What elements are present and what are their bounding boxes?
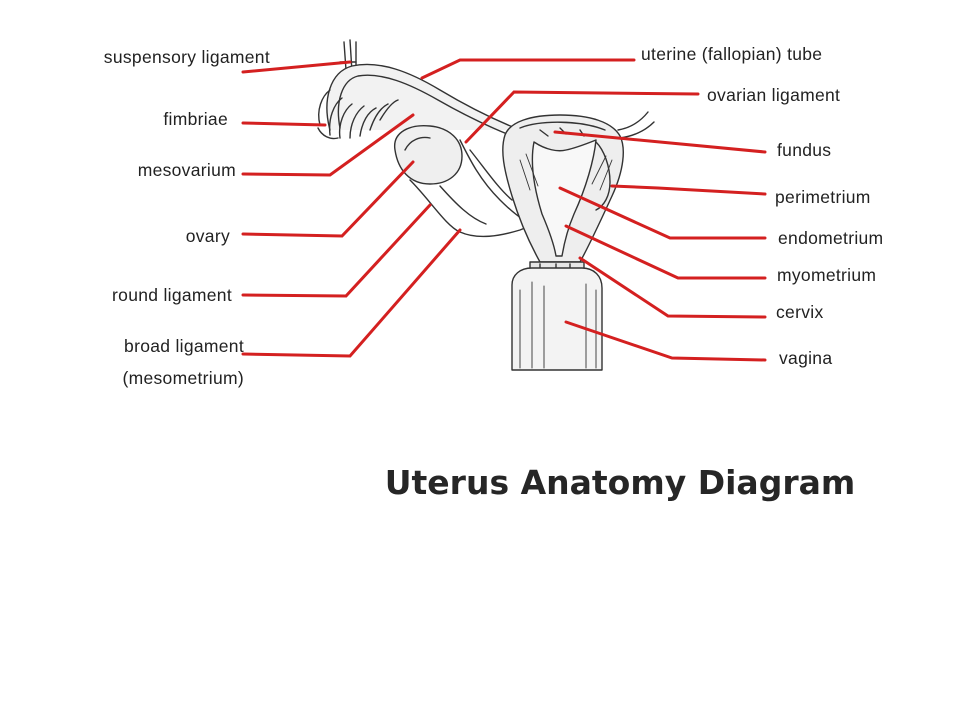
- leader-fundus: [553, 130, 767, 154]
- label-suspensory-ligament: suspensory ligament: [103, 47, 270, 67]
- label-ovary: ovary: [185, 226, 230, 246]
- leader-ovarian-ligament: [464, 90, 700, 144]
- label-ovarian-ligament: ovarian ligament: [707, 85, 841, 105]
- leader-ovary: [241, 160, 415, 238]
- leader-fimbriae: [241, 121, 327, 127]
- leader-perimetrium: [610, 184, 767, 196]
- label-fimbriae: fimbriae: [163, 109, 228, 129]
- label-mesovarium: mesovarium: [137, 160, 236, 180]
- label-uterine-tube: uterine (fallopian) tube: [641, 44, 823, 64]
- leader-cervix: [578, 256, 767, 319]
- label-fundus: fundus: [777, 140, 832, 160]
- leader-endometrium: [558, 186, 767, 240]
- leader-lines: [241, 58, 767, 362]
- label-myometrium: myometrium: [777, 265, 877, 285]
- label-cervix: cervix: [776, 302, 824, 322]
- diagram-title: Uterus Anatomy Diagram: [384, 463, 856, 502]
- leader-broad-ligament: [241, 228, 462, 358]
- uterus-illustration: [317, 39, 655, 371]
- leader-suspensory-ligament: [241, 60, 352, 74]
- leader-uterine-tube: [420, 58, 636, 80]
- leader-mesovarium: [241, 113, 415, 177]
- leader-round-ligament: [241, 203, 432, 298]
- label-mesometrium: (mesometrium): [122, 368, 244, 388]
- leader-vagina: [564, 320, 767, 362]
- label-round-ligament: round ligament: [112, 285, 232, 305]
- label-perimetrium: perimetrium: [775, 187, 871, 207]
- label-vagina: vagina: [779, 348, 833, 368]
- label-endometrium: endometrium: [778, 228, 884, 248]
- label-broad-ligament: broad ligament: [124, 336, 244, 356]
- leader-myometrium: [564, 224, 767, 280]
